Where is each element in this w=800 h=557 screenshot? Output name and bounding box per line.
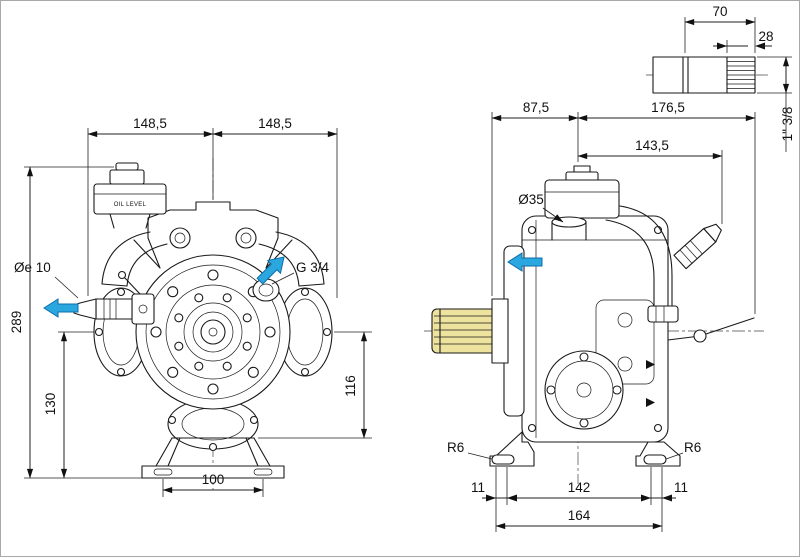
gear-cover [544, 350, 624, 430]
inlet-leader [54, 276, 79, 299]
dim-front-offset-label: 87,5 [523, 100, 549, 115]
slot-leader-right [665, 452, 684, 460]
front-view: OIL LEVEL [9, 116, 372, 497]
hose-barb [95, 298, 133, 320]
barb-tip [73, 298, 97, 320]
return-fitting [673, 223, 722, 270]
slot-left [491, 454, 515, 465]
flow-arrow-inlet [43, 298, 79, 318]
dim-slot-left-label: 11 [471, 480, 485, 495]
dim-height-right: 116 [258, 331, 372, 439]
dim-base-width-label: 100 [202, 472, 225, 487]
base-slot-left [153, 468, 173, 476]
dim-slot-span-label: 142 [568, 480, 591, 495]
left-hose [101, 231, 168, 287]
slot-leader-left [467, 452, 493, 460]
dim-spline-spec: 1" 3/8 [757, 56, 795, 152]
valve-lever [123, 276, 141, 295]
oil-cap [109, 169, 145, 185]
dim-height-lower-label: 130 [43, 393, 58, 416]
side-view: Ø35 R6 R6 87,5 176,5 143,5 [424, 100, 764, 532]
flow-arrow-outlet [256, 256, 285, 285]
bottom-diaphragm-chamber [167, 398, 259, 452]
dim-width-left: 148,5 [133, 116, 167, 131]
port-diameter-label: Ø35 [518, 192, 544, 207]
valve-block [595, 299, 655, 385]
dim-port-offset: 143,5 [577, 138, 723, 224]
valve-body [131, 293, 155, 325]
mounting-base-front [141, 437, 285, 479]
view-marker-bottom [646, 398, 655, 407]
dim-base-total-label: 164 [568, 508, 591, 523]
base-slot-right [253, 468, 273, 476]
dim-top-offsets: 87,5 176,5 [491, 100, 756, 314]
shaft-detail-view: 70 28 1" 3/8 [646, 4, 795, 152]
dim-height-lower: 130 [43, 331, 94, 479]
crankcase-cover [135, 254, 291, 410]
oil-tank [93, 183, 167, 215]
spline-teeth [727, 61, 755, 89]
oil-cap-top [115, 162, 139, 171]
dim-shaft-length: 70 [684, 4, 756, 53]
outlet-thread-label: G 3/4 [296, 260, 330, 275]
right-diaphragm-chamber [277, 287, 333, 377]
control-lever [667, 317, 755, 343]
dim-spline-length: 28 [713, 29, 774, 53]
slot-radius-right-label: R6 [684, 440, 701, 455]
dim-height-right-label: 116 [343, 375, 358, 397]
dim-bottom: 11 142 11 164 [471, 467, 688, 532]
dim-spline-length-label: 28 [758, 29, 773, 44]
delivery-manifold [133, 201, 293, 269]
view-marker-top [646, 360, 655, 369]
dim-height-total-label: 289 [9, 311, 24, 334]
dim-shaft-length-label: 70 [712, 4, 727, 19]
dim-rear-offset-label: 176,5 [651, 100, 685, 115]
shaft-collar [491, 298, 509, 364]
oil-reservoir-side [544, 165, 620, 219]
inlet-fitting [73, 270, 155, 325]
slot-right [643, 454, 667, 465]
port-leader [542, 207, 564, 223]
flow-arrow-side [507, 252, 543, 272]
dim-height-total: 289 [9, 166, 142, 479]
pto-shaft [431, 298, 509, 364]
dim-port-offset-label: 143,5 [635, 138, 669, 153]
pto-shaft-spline [431, 308, 497, 354]
inner-bolt-ring [174, 293, 252, 371]
right-hose [258, 231, 325, 287]
dim-width: 148,5 148,5 [87, 116, 338, 298]
oil-level-label: OIL LEVEL [114, 202, 147, 208]
oil-reservoir: OIL LEVEL [93, 162, 167, 229]
outlet-leader [271, 272, 295, 285]
delivery-hose-side [605, 205, 679, 323]
dim-slot-right-label: 11 [674, 480, 688, 495]
dim-width-right: 148,5 [258, 116, 292, 131]
dim-base-width: 100 [162, 472, 264, 497]
mounting-feet-side [489, 431, 681, 467]
dim-spline-spec-label: 1" 3/8 [780, 107, 795, 142]
slot-radius-left-label: R6 [447, 440, 464, 455]
inlet-diameter-label: Øe 10 [14, 260, 51, 275]
